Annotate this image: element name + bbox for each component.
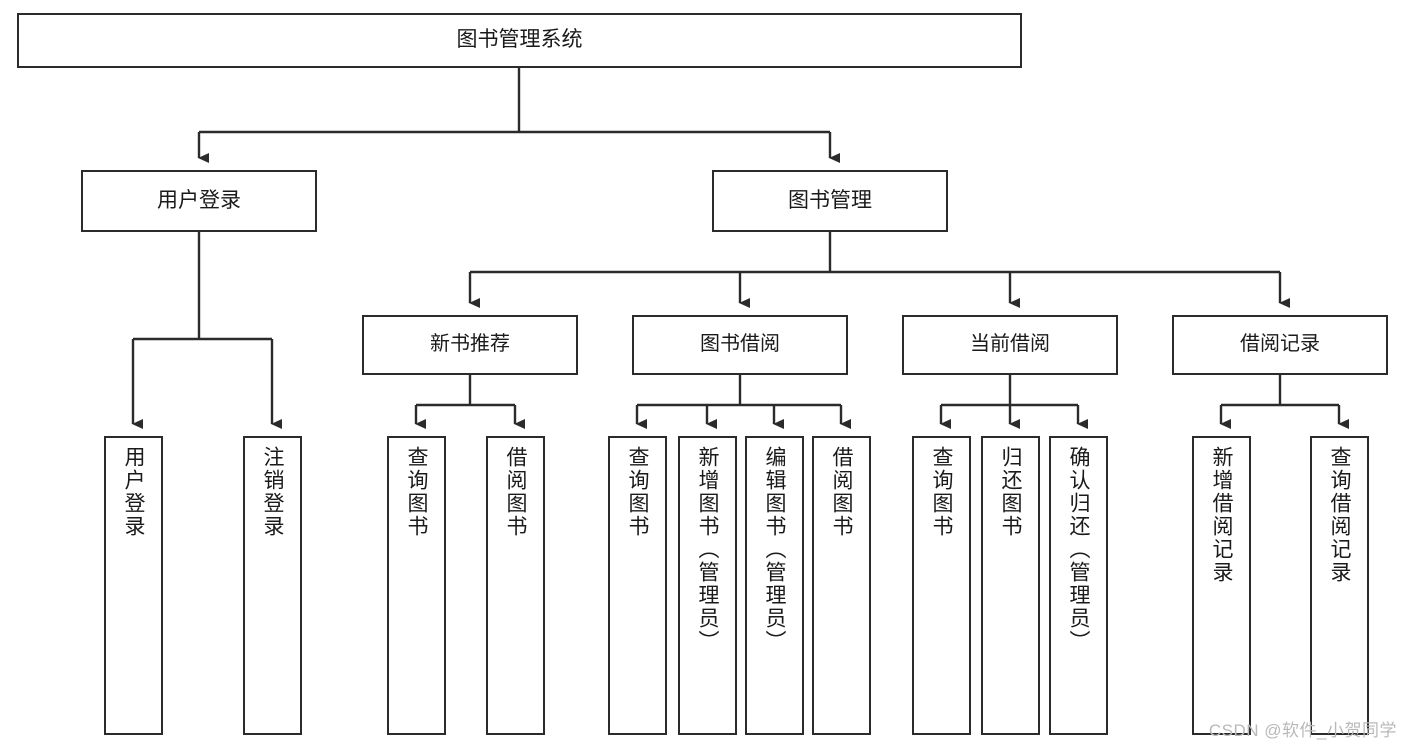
leaf-query-book-recommend[interactable]: 查询图书 <box>387 436 446 735</box>
leaf-query-borrow-record[interactable]: 查询借阅记录 <box>1310 436 1369 735</box>
node-label: 图书借阅 <box>700 333 780 356</box>
node-label: 当前借阅 <box>970 333 1050 356</box>
leaf-borrow-book[interactable]: 借阅图书 <box>812 436 871 735</box>
leaf-query-book-borrow[interactable]: 查询图书 <box>608 436 667 735</box>
leaf-logout[interactable]: 注销登录 <box>243 436 302 735</box>
node-current-borrow[interactable]: 当前借阅 <box>902 315 1118 375</box>
node-label: 用户登录 <box>157 188 241 212</box>
node-book-borrow[interactable]: 图书借阅 <box>632 315 848 375</box>
node-label: 查询借阅记录 <box>1328 446 1351 584</box>
node-label: 用户登录 <box>122 446 145 538</box>
node-user-login[interactable]: 用户登录 <box>81 170 317 232</box>
node-label: 查询图书 <box>930 446 953 538</box>
node-label: 新增图书（管理员） <box>696 446 719 653</box>
leaf-add-borrow-record[interactable]: 新增借阅记录 <box>1192 436 1251 735</box>
node-borrow-record[interactable]: 借阅记录 <box>1172 315 1388 375</box>
node-label: 归还图书 <box>999 446 1022 538</box>
node-label: 借阅记录 <box>1240 333 1320 356</box>
leaf-borrow-book-recommend[interactable]: 借阅图书 <box>486 436 545 735</box>
node-label: 确认归还（管理员） <box>1067 446 1090 653</box>
watermark: CSDN @软件_小贺同学 <box>1208 721 1397 740</box>
node-label: 图书管理系统 <box>456 28 583 52</box>
leaf-edit-book-admin[interactable]: 编辑图书（管理员） <box>745 436 804 735</box>
node-label: 新书推荐 <box>430 333 510 356</box>
leaf-user-login[interactable]: 用户登录 <box>104 436 163 735</box>
node-label: 注销登录 <box>261 446 284 538</box>
node-label: 借阅图书 <box>830 446 853 538</box>
node-label: 查询图书 <box>626 446 649 538</box>
leaf-add-book-admin[interactable]: 新增图书（管理员） <box>678 436 737 735</box>
node-label: 查询图书 <box>405 446 428 538</box>
node-book-management[interactable]: 图书管理 <box>712 170 948 232</box>
leaf-confirm-return-admin[interactable]: 确认归还（管理员） <box>1049 436 1108 735</box>
node-label: 编辑图书（管理员） <box>763 446 786 653</box>
node-label: 借阅图书 <box>504 446 527 538</box>
node-label: 图书管理 <box>788 188 872 212</box>
node-new-book-recommend[interactable]: 新书推荐 <box>362 315 578 375</box>
node-label: 新增借阅记录 <box>1210 446 1233 584</box>
leaf-query-book-current[interactable]: 查询图书 <box>912 436 971 735</box>
node-book-management-system[interactable]: 图书管理系统 <box>17 13 1022 68</box>
leaf-return-book[interactable]: 归还图书 <box>981 436 1040 735</box>
